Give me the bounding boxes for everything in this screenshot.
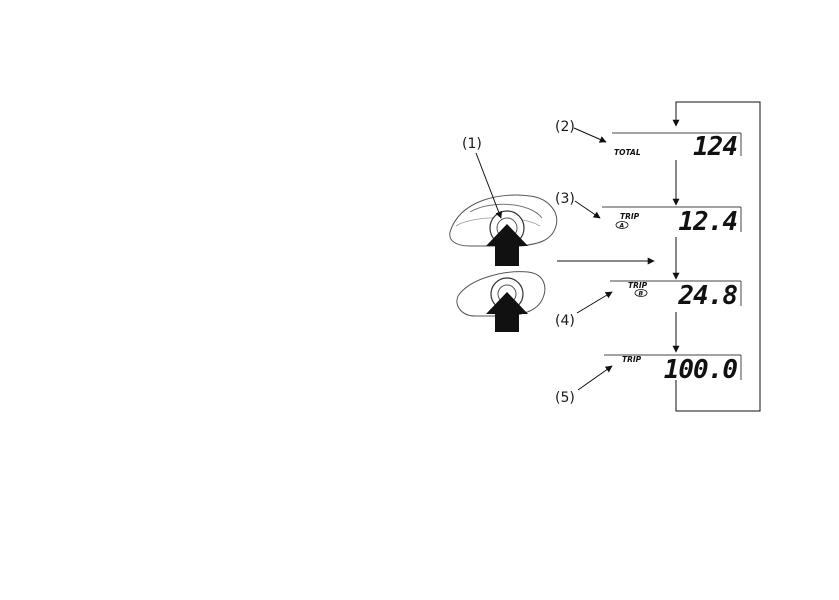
leader-5 <box>577 365 613 391</box>
display-trip-b: TRIP B 24.8 <box>610 280 742 311</box>
loop-connector <box>672 101 761 412</box>
display-total-reading: 124 <box>693 132 737 162</box>
callout-3: (3) <box>555 191 575 207</box>
display-trip-a-reading: 12.4 <box>678 207 737 237</box>
display-trip-a-sub: A <box>619 223 625 230</box>
display-trip: TRIP 100.0 <box>604 354 742 385</box>
display-trip-b-sub: B <box>639 291 644 298</box>
press-arrow-icon <box>486 292 528 332</box>
display-trip-label: TRIP <box>622 355 642 364</box>
switch-housing-lower <box>456 271 546 317</box>
callout-5: (5) <box>555 390 575 406</box>
display-total: TOTAL 124 <box>612 132 742 162</box>
callout-2: (2) <box>555 119 575 135</box>
display-total-label: TOTAL <box>614 148 641 157</box>
leader-3 <box>574 200 601 219</box>
leader-1 <box>475 152 503 219</box>
display-trip-reading: 100.0 <box>664 355 738 385</box>
callout-4: (4) <box>555 313 575 329</box>
callout-1: (1) <box>462 136 482 152</box>
display-trip-b-label: TRIP <box>628 281 648 290</box>
display-trip-b-reading: 24.8 <box>677 281 737 311</box>
press-arrow-icon <box>486 224 528 266</box>
display-trip-a: TRIP A 12.4 <box>602 206 742 237</box>
leader-2 <box>573 127 607 143</box>
display-trip-a-label: TRIP <box>620 212 640 221</box>
leader-4 <box>576 291 613 314</box>
